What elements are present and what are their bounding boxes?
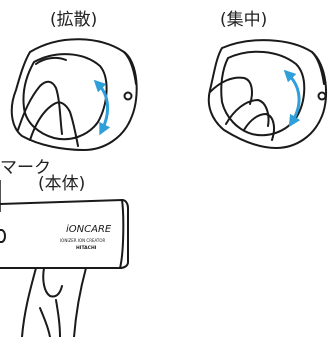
dryer-logo-subline: IONIZER ION CREATOR <box>60 238 106 243</box>
diffuse-inner-cup <box>22 53 108 141</box>
diffuse-outer-rim <box>10 38 138 151</box>
diffuse-attachment <box>10 38 138 151</box>
diffuse-fin-1 <box>17 80 63 135</box>
diffuse-rim-line <box>35 56 67 65</box>
concentrate-rotation-arrow <box>283 69 301 128</box>
diffuse-rotation-arrow <box>93 79 111 136</box>
label-concentrate: (集中) <box>220 10 268 30</box>
label-mark: マーク <box>0 158 51 178</box>
dryer-cord-2 <box>55 299 61 337</box>
dryer-housing <box>0 199 129 269</box>
label-diffuse: (拡散) <box>50 10 98 30</box>
concentrate-attachment <box>207 39 328 149</box>
dryer-front-edge <box>119 199 125 269</box>
diffuse-tab-hole <box>123 91 133 101</box>
dryer-handle-right <box>73 267 87 337</box>
concentrate-fin-1 <box>209 76 253 105</box>
label-body: (本体) <box>38 174 86 194</box>
diffuse-fin-2 <box>29 101 79 147</box>
dryer-cord-1 <box>39 307 51 337</box>
diffuse-side-edge <box>123 51 137 85</box>
dryer-handle-left <box>21 267 37 337</box>
dryer-handle-joint <box>42 267 63 298</box>
dryer-mark-circle <box>0 229 6 243</box>
concentrate-tab-hole <box>317 91 327 101</box>
dryer-maker-name: HITACHI <box>76 245 97 251</box>
concentrate-outer-rim <box>207 39 328 149</box>
dryer-body <box>0 199 129 337</box>
dryer-brand-logo: iONCARE <box>66 224 112 235</box>
concentrate-inner-cup <box>220 50 306 137</box>
concentrate-fin-3 <box>243 113 275 141</box>
concentrate-side-edge <box>311 51 325 85</box>
